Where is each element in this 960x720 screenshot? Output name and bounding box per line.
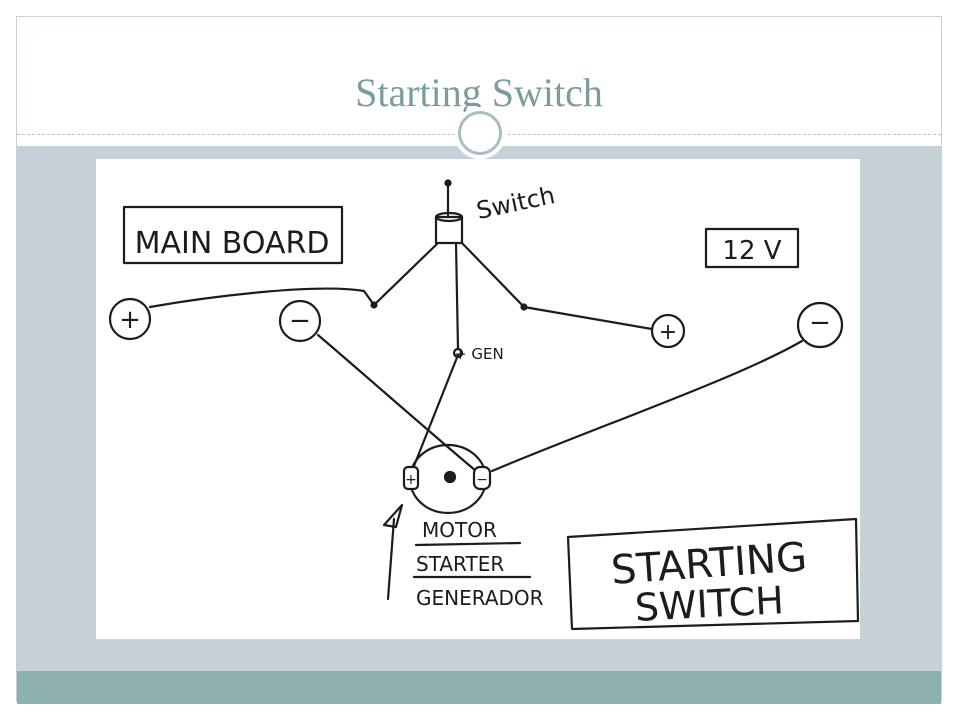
battery-plus-sign: + — [659, 320, 677, 345]
starting-switch-box — [566, 517, 860, 631]
wire-main-plus-to-switch — [148, 287, 376, 309]
main-board-minus-terminal — [278, 299, 322, 343]
switch-lever-tip — [444, 179, 452, 187]
main-board-box — [122, 205, 344, 265]
wire-gen-to-motor-plus — [410, 353, 460, 473]
switch-big-label: SWITCH — [634, 578, 785, 630]
wire-main-minus-to-motor — [316, 333, 478, 473]
pointer-arrow-head — [382, 503, 404, 529]
starter-label: STARTER — [416, 552, 504, 576]
battery-minus-sign: − — [809, 308, 831, 338]
junction-dot-right — [520, 303, 528, 311]
divider-circle-ring — [458, 111, 502, 155]
wire-junction-right — [460, 241, 526, 309]
main-board-label: MAIN BOARD — [135, 226, 330, 261]
main-board-plus-terminal — [108, 297, 152, 341]
motor-minus-sign: − — [476, 472, 488, 488]
voltage-box — [704, 227, 800, 269]
wiring-diagram: MAIN BOARD Switch 12 V + GEN MOTOR START… — [96, 159, 860, 639]
battery-plus-terminal — [650, 313, 686, 349]
wire-switch-to-gen — [454, 241, 460, 351]
voltage-label: 12 V — [722, 236, 781, 266]
main-board-plus-sign: + — [119, 305, 141, 335]
wire-junction-left — [372, 241, 440, 307]
wire-motor-minus-to-battery — [490, 339, 804, 473]
generador-label: GENERADOR — [416, 586, 544, 610]
battery-minus-terminal — [796, 301, 844, 349]
motor-label: MOTOR — [422, 518, 497, 542]
switch-label: Switch — [474, 181, 557, 225]
motor-minus-terminal — [472, 465, 492, 491]
pointer-arrow-shaft — [386, 517, 396, 601]
divider-circle-ornament — [454, 107, 506, 159]
gen-label: + GEN — [454, 345, 504, 363]
wiring-diagram-svg: MAIN BOARD Switch 12 V + GEN MOTOR START… — [108, 179, 860, 631]
motor-underline — [414, 541, 522, 547]
gen-terminal-dot — [452, 347, 464, 359]
wire-to-battery-plus — [522, 305, 654, 331]
main-board-minus-sign: − — [289, 306, 311, 336]
footer-band — [17, 671, 941, 704]
switch-body — [434, 215, 464, 245]
motor-plus-terminal — [402, 465, 420, 491]
motor-plus-sign: + — [405, 472, 417, 488]
junction-dot-left — [370, 301, 378, 309]
motor-shaft — [443, 470, 457, 484]
